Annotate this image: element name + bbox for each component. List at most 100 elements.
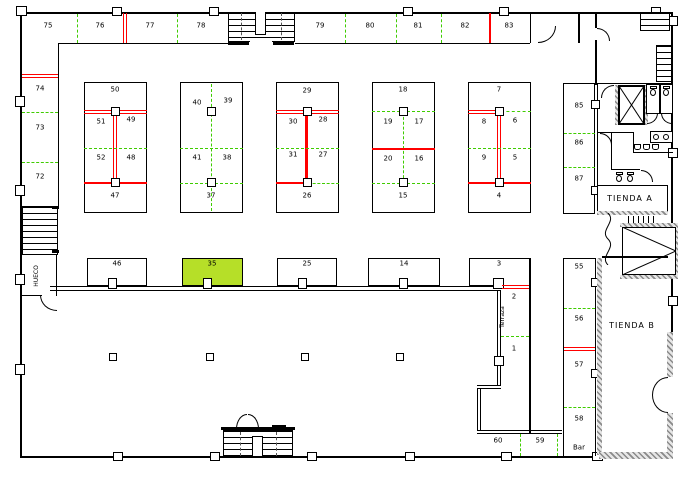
pillar <box>108 278 117 289</box>
stall-label-29: 29 <box>302 86 312 95</box>
stall-label-38: 38 <box>222 153 232 162</box>
stall-label-5: 5 <box>512 153 518 162</box>
stall-label-49: 49 <box>126 115 136 124</box>
stall-label-52: 52 <box>96 153 106 162</box>
pillar <box>494 356 504 366</box>
wall <box>594 83 595 214</box>
island-block-e[interactable] <box>468 82 531 213</box>
door-leaf <box>273 41 294 45</box>
stall-label-25: 25 <box>302 259 312 268</box>
room-tienda-b[interactable] <box>602 258 668 455</box>
stall-label-55: 55 <box>574 262 584 271</box>
stall-label-16: 16 <box>414 154 424 163</box>
stall-14[interactable] <box>368 258 440 286</box>
pillar <box>668 148 678 158</box>
stall-label-41: 41 <box>192 153 202 162</box>
urinal-icon <box>643 144 650 150</box>
door-leaf <box>52 250 59 253</box>
stall-label-80: 80 <box>365 21 375 30</box>
pillar <box>668 296 678 306</box>
stall-label-58: 58 <box>574 414 584 423</box>
wall <box>595 40 597 85</box>
stall-label-17: 17 <box>414 117 424 126</box>
pillar <box>399 178 408 187</box>
stall-label-75: 75 <box>43 21 53 30</box>
red-line <box>564 347 595 351</box>
green-dashed-line <box>557 434 558 456</box>
terraza-label: Terraza <box>499 306 506 328</box>
pillar <box>210 452 220 461</box>
sink-icon <box>663 134 669 140</box>
stall-label-20: 20 <box>383 154 393 163</box>
escalator-icon <box>622 227 676 275</box>
tienda-b-label: TIENDA B <box>609 321 655 330</box>
wall <box>602 256 668 258</box>
red-line <box>305 112 308 183</box>
green-dashed-line <box>180 148 243 149</box>
stall-label-78: 78 <box>196 21 206 30</box>
bar-label: Bar <box>573 443 585 452</box>
wall <box>563 83 595 84</box>
pillar <box>591 100 600 109</box>
stall-label-27: 27 <box>318 150 328 159</box>
wall-hatched <box>597 258 602 455</box>
stall-label-35: 35 <box>207 259 217 268</box>
stall-label-60: 60 <box>493 436 503 445</box>
pillar <box>298 278 307 289</box>
red-line <box>372 148 435 150</box>
green-dashed-line <box>345 14 346 43</box>
door-opening <box>250 40 272 44</box>
wall <box>22 295 42 296</box>
stall-label-82: 82 <box>460 21 470 30</box>
red-line <box>276 182 308 184</box>
stall-46[interactable] <box>87 258 147 286</box>
wall <box>611 169 640 170</box>
green-dashed-line <box>520 434 521 456</box>
stall-label-30: 30 <box>288 117 298 126</box>
stall-label-74: 74 <box>35 84 45 93</box>
pillar <box>206 353 214 361</box>
stall-label-86: 86 <box>574 138 584 147</box>
green-dashed-line <box>468 148 531 149</box>
room-tienda-a[interactable] <box>597 185 668 213</box>
green-dashed-line <box>211 84 212 211</box>
stall-label-47: 47 <box>110 191 120 200</box>
stall-25[interactable] <box>277 258 337 286</box>
stall-label-83: 83 <box>504 21 514 30</box>
green-dashed-line <box>564 407 595 408</box>
toilet-icon <box>650 86 657 89</box>
stall-label-79: 79 <box>315 21 325 30</box>
outer-wall <box>20 12 673 458</box>
stall-label-14: 14 <box>399 259 409 268</box>
island-block-a[interactable] <box>84 82 147 213</box>
wall <box>611 132 612 170</box>
stair-direction-line <box>240 432 241 456</box>
wall <box>597 83 598 185</box>
stall-label-26: 26 <box>302 191 312 200</box>
pillar <box>396 353 404 361</box>
stair-direction-line <box>276 432 277 456</box>
pillar <box>15 274 25 285</box>
stall-label-59: 59 <box>535 436 545 445</box>
stall-35-highlighted[interactable] <box>182 258 243 286</box>
stair-direction-line <box>241 13 242 40</box>
wall <box>563 83 564 214</box>
stall-label-8: 8 <box>481 117 487 126</box>
stall-label-15: 15 <box>398 191 408 200</box>
stair-landing <box>255 12 266 35</box>
wall-hatched <box>597 211 668 215</box>
red-line <box>113 112 117 183</box>
stair-landing <box>252 436 263 456</box>
red-line <box>489 13 491 43</box>
pillar <box>16 6 27 16</box>
stall-label-76: 76 <box>95 21 105 30</box>
stall-label-2: 2 <box>511 292 517 301</box>
wall <box>598 83 673 84</box>
pillar <box>111 107 120 116</box>
door-opening <box>667 377 674 413</box>
stall-label-37: 37 <box>206 191 216 200</box>
pillar <box>403 7 413 16</box>
toilet-icon <box>650 89 656 96</box>
stall-label-28: 28 <box>318 115 328 124</box>
